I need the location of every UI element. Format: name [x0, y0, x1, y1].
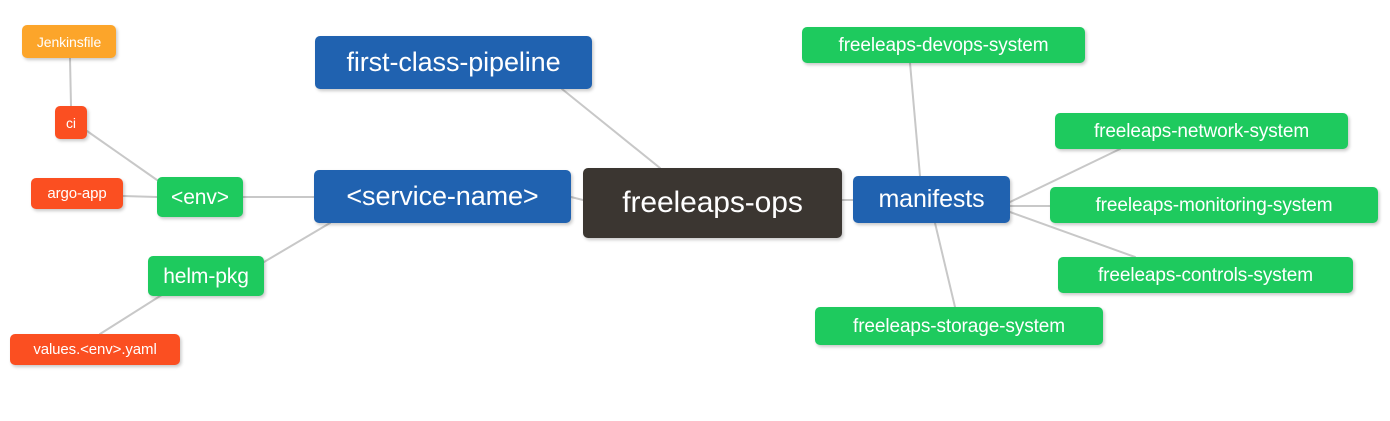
mindmap-node-label-freeleaps-storage-system: freeleaps-storage-system — [853, 315, 1065, 337]
edge-service-name-to-freeleaps-ops — [570, 196, 584, 201]
mindmap-node-first-class-pipeline[interactable]: first-class-pipeline — [315, 36, 592, 89]
edge-jenkinsfile-to-ci — [69, 57, 72, 107]
mindmap-node-label-values-env-yaml: values.<env>.yaml — [33, 341, 157, 358]
edge-manifests-to-freeleaps-devops-system — [909, 62, 921, 177]
edge-argo-app-to-env — [122, 195, 158, 198]
mindmap-node-values-env-yaml[interactable]: values.<env>.yaml — [10, 334, 180, 365]
mindmap-node-label-env: <env> — [171, 185, 229, 209]
mindmap-node-service-name[interactable]: <service-name> — [314, 170, 571, 223]
edge-service-name-to-helm-pkg — [263, 222, 331, 263]
mindmap-node-freeleaps-controls-system[interactable]: freeleaps-controls-system — [1058, 257, 1353, 293]
mindmap-node-label-jenkinsfile: Jenkinsfile — [36, 33, 102, 50]
mindmap-node-label-freeleaps-network-system: freeleaps-network-system — [1093, 120, 1310, 142]
edge-ci-to-env — [86, 130, 158, 181]
mindmap-node-label-freeleaps-devops-system: freeleaps-devops-system — [838, 34, 1049, 56]
mindmap-node-label-argo-app: argo-app — [47, 185, 107, 202]
mindmap-node-freeleaps-ops[interactable]: freeleaps-ops — [583, 168, 842, 238]
mindmap-node-env[interactable]: <env> — [157, 177, 243, 217]
mindmap-node-label-freeleaps-controls-system: freeleaps-controls-system — [1097, 264, 1314, 286]
mindmap-node-jenkinsfile[interactable]: Jenkinsfile — [22, 25, 116, 58]
mindmap-node-freeleaps-storage-system[interactable]: freeleaps-storage-system — [815, 307, 1103, 345]
mindmap-node-label-first-class-pipeline: first-class-pipeline — [346, 47, 561, 77]
mindmap-node-label-freeleaps-ops: freeleaps-ops — [622, 186, 803, 219]
mindmap-node-label-helm-pkg: helm-pkg — [163, 264, 249, 288]
mindmap-node-label-manifests: manifests — [878, 185, 985, 213]
mindmap-node-ci[interactable]: ci — [55, 106, 87, 139]
mindmap-node-label-ci: ci — [66, 114, 76, 131]
mindmap-node-label-freeleaps-monitoring-system: freeleaps-monitoring-system — [1095, 194, 1333, 216]
edge-manifests-to-freeleaps-storage-system — [934, 222, 956, 308]
mindmap-node-argo-app[interactable]: argo-app — [31, 178, 123, 209]
mindmap-node-freeleaps-monitoring-system[interactable]: freeleaps-monitoring-system — [1050, 187, 1378, 223]
mindmap-node-helm-pkg[interactable]: helm-pkg — [148, 256, 264, 296]
mindmap-node-freeleaps-network-system[interactable]: freeleaps-network-system — [1055, 113, 1348, 149]
mindmap-node-label-service-name: <service-name> — [346, 181, 539, 211]
edge-helm-pkg-to-values-env-yaml — [99, 290, 169, 335]
mindmap-node-freeleaps-devops-system[interactable]: freeleaps-devops-system — [802, 27, 1085, 63]
edge-first-class-pipeline-to-freeleaps-ops — [561, 88, 661, 169]
mindmap-node-manifests[interactable]: manifests — [853, 176, 1010, 223]
